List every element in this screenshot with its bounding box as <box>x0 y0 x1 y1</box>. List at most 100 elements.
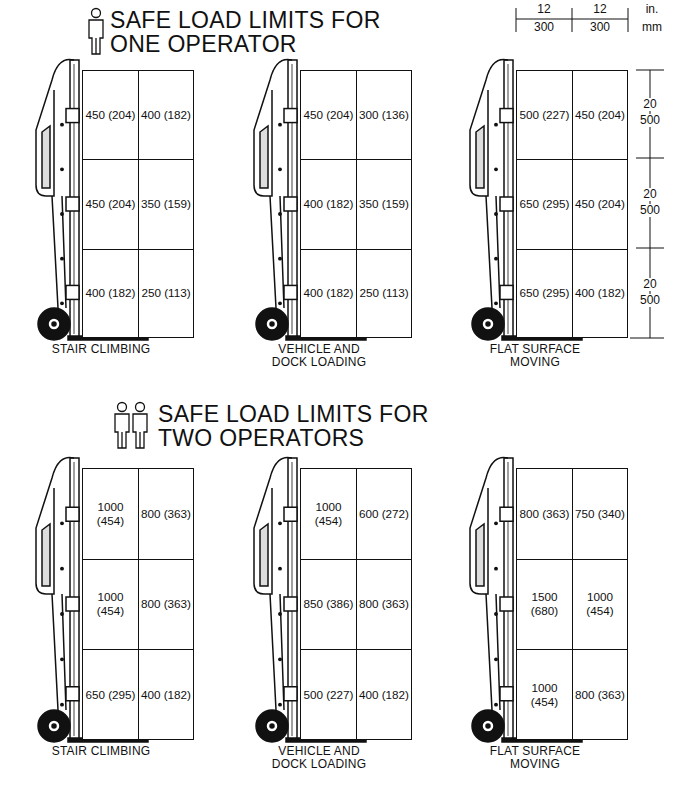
dimension-lines <box>516 8 664 338</box>
load-value: 300 (136) <box>359 108 409 122</box>
operator-icon <box>115 403 129 449</box>
load-value: 600 (272) <box>359 507 409 521</box>
chart-caption: FLAT SURFACE MOVING <box>483 745 587 770</box>
dimension: 500 <box>639 204 661 217</box>
load-value: 650 (295) <box>85 688 135 702</box>
load-value: 400 (182) <box>303 197 353 211</box>
load-value: 850 (386) <box>303 597 353 611</box>
load-cell: 800 (363) <box>356 559 412 651</box>
load-value: 400 (182) <box>359 688 409 702</box>
load-cell: 1500 (680) <box>516 559 573 651</box>
hand-truck <box>470 59 582 340</box>
load-chart: STAIR CLIMBING450 (204)400 (182)450 (204… <box>82 70 194 338</box>
hand-truck <box>36 457 148 742</box>
load-value: 1000 (454) <box>301 500 356 528</box>
load-cell: 400 (182) <box>356 649 412 740</box>
load-cell: 400 (182) <box>572 249 628 338</box>
unit-label: mm <box>641 21 663 34</box>
load-cell: 500 (227) <box>516 70 573 160</box>
load-value: 400 (182) <box>141 108 191 122</box>
load-cell: 450 (204) <box>82 70 139 160</box>
load-cell: 400 (182) <box>138 649 194 740</box>
load-cell: 250 (113) <box>138 249 194 338</box>
hand-truck <box>254 457 366 742</box>
dimension: 12 <box>536 3 551 16</box>
load-value: 1500 (680) <box>517 590 572 618</box>
load-value: 1000 (454) <box>573 590 627 618</box>
load-cell: 800 (363) <box>572 649 628 740</box>
load-value: 800 (363) <box>141 507 191 521</box>
dimension: 300 <box>589 21 611 34</box>
load-cell: 450 (204) <box>572 159 628 249</box>
load-value: 500 (227) <box>519 108 569 122</box>
load-value: 400 (182) <box>85 286 135 300</box>
load-cell: 850 (386) <box>300 559 357 651</box>
load-value: 400 (182) <box>141 688 191 702</box>
dimension: 12 <box>592 3 607 16</box>
load-cell: 800 (363) <box>516 468 573 560</box>
load-value: 450 (204) <box>303 108 353 122</box>
load-value: 800 (363) <box>575 688 625 702</box>
unit-label: in. <box>645 3 660 16</box>
load-cell: 400 (182) <box>138 70 194 160</box>
load-cell: 450 (204) <box>82 159 139 249</box>
load-cell: 1000 (454) <box>82 559 139 651</box>
hand-truck <box>254 59 366 340</box>
load-cell: 450 (204) <box>300 70 357 160</box>
load-value: 450 (204) <box>575 108 625 122</box>
load-value: 350 (159) <box>359 197 409 211</box>
load-value: 400 (182) <box>303 286 353 300</box>
section-heading: SAFE LOAD LIMITS FOR ONE OPERATOR <box>110 8 400 56</box>
dimension: 20 <box>642 98 657 111</box>
load-value: 400 (182) <box>575 286 625 300</box>
load-cell: 350 (159) <box>356 159 412 249</box>
load-cell: 650 (295) <box>82 649 139 740</box>
load-cell: 400 (182) <box>300 249 357 338</box>
load-cell: 600 (272) <box>356 468 412 560</box>
load-cell: 400 (182) <box>82 249 139 338</box>
load-value: 750 (340) <box>575 507 625 521</box>
load-cell: 350 (159) <box>138 159 194 249</box>
load-value: 250 (113) <box>141 286 190 300</box>
dimension: 20 <box>642 278 657 291</box>
load-chart: FLAT SURFACE MOVING800 (363)750 (340)150… <box>516 468 628 740</box>
load-value: 800 (363) <box>141 597 191 611</box>
load-cell: 1000 (454) <box>516 649 573 740</box>
load-cell: 1000 (454) <box>572 559 628 651</box>
operator-icon <box>89 9 103 55</box>
load-value: 350 (159) <box>141 197 191 211</box>
load-cell: 650 (295) <box>516 159 573 249</box>
load-value: 450 (204) <box>575 197 625 211</box>
load-cell: 400 (182) <box>300 159 357 249</box>
load-cell: 800 (363) <box>138 468 194 560</box>
chart-caption: VEHICLE AND DOCK LOADING <box>267 745 371 770</box>
hand-truck <box>36 59 148 340</box>
load-value: 1000 (454) <box>517 681 572 709</box>
load-value: 650 (295) <box>519 197 569 211</box>
load-chart: STAIR CLIMBING1000 (454)800 (363)1000 (4… <box>82 468 194 740</box>
load-cell: 250 (113) <box>356 249 412 338</box>
chart-caption: STAIR CLIMBING <box>49 343 153 356</box>
load-value: 650 (295) <box>519 286 569 300</box>
dimension: 20 <box>642 188 657 201</box>
chart-caption: VEHICLE AND DOCK LOADING <box>267 343 371 368</box>
section-heading: SAFE LOAD LIMITS FOR TWO OPERATORS <box>158 402 448 450</box>
load-cell: 450 (204) <box>572 70 628 160</box>
load-value: 800 (363) <box>519 507 569 521</box>
load-cell: 1000 (454) <box>82 468 139 560</box>
load-cell: 650 (295) <box>516 249 573 338</box>
chart-caption: STAIR CLIMBING <box>49 745 153 758</box>
load-cell: 800 (363) <box>138 559 194 651</box>
dimension: 300 <box>533 21 555 34</box>
chart-caption: FLAT SURFACE MOVING <box>483 343 587 368</box>
load-cell: 750 (340) <box>572 468 628 560</box>
load-cell: 500 (227) <box>300 649 357 740</box>
load-value: 800 (363) <box>359 597 409 611</box>
load-value: 450 (204) <box>85 108 135 122</box>
load-value: 250 (113) <box>359 286 408 300</box>
operator-icon <box>133 403 147 449</box>
load-value: 450 (204) <box>85 197 135 211</box>
load-value: 1000 (454) <box>83 500 138 528</box>
dimension: 500 <box>639 114 661 127</box>
load-cell: 1000 (454) <box>300 468 357 560</box>
